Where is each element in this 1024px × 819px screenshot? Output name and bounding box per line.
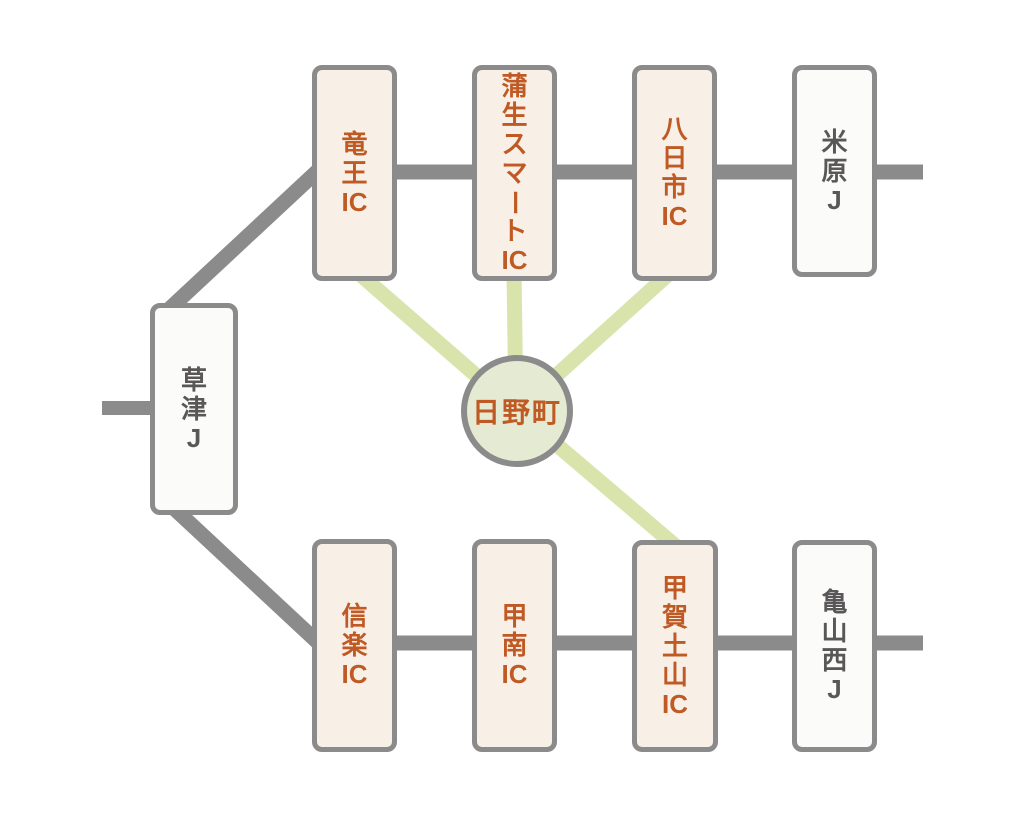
kusatsu-shigaraki-link-line <box>159 494 331 655</box>
kusatsu-ryuo-link-line <box>159 158 331 319</box>
hino-town-label: 日野町 <box>471 397 562 428</box>
node-hino-town-circle: 日野町 <box>461 355 573 467</box>
